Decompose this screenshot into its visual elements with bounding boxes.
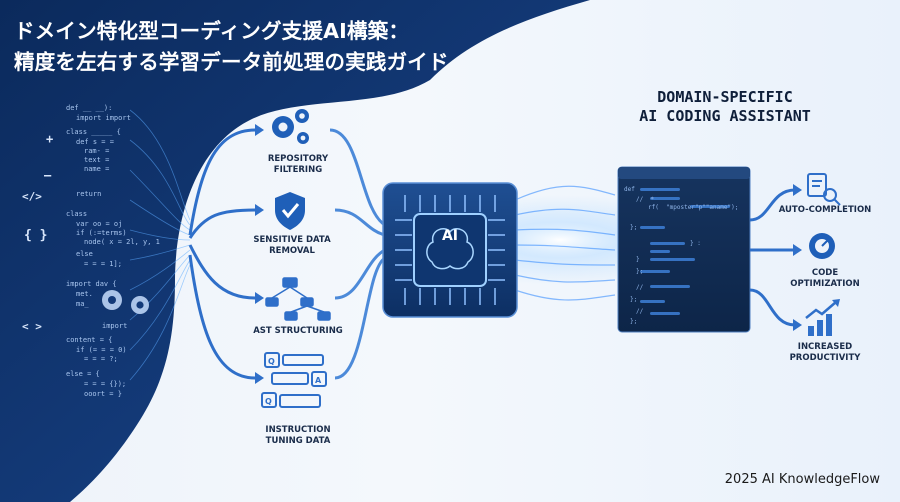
- step-label-line: TUNING DATA: [265, 436, 331, 446]
- plus-symbol: +: [46, 132, 54, 146]
- chat-bubbles-icon: [261, 352, 327, 408]
- chat-bubble-text: Q A Q: [265, 357, 322, 406]
- output-flow-lines: [514, 185, 616, 301]
- product-title-line-1: DOMAIN-SPECIFIC: [657, 88, 793, 106]
- code-line: import: [102, 322, 128, 330]
- ide-code-line: // *: [636, 196, 655, 203]
- footer-credit: 2025 AI KnowledgeFlow: [724, 472, 880, 487]
- main-title-line-1: ドメイン特化型コーディング支援AI構築：: [14, 19, 410, 43]
- arrowheads: [255, 124, 264, 384]
- output-auto-completion: AUTO-COMPLETION: [770, 205, 880, 216]
- step-sensitive-data-removal: SENSITIVE DATA REMOVAL: [227, 235, 357, 257]
- ide-code-line: //: [636, 308, 644, 315]
- chip-pins: [395, 195, 505, 305]
- dash-symbol: —: [44, 168, 52, 182]
- code-line: = = = ?;: [84, 355, 118, 363]
- chip-connectors: [329, 128, 387, 380]
- step-label-line: SENSITIVE DATA: [253, 235, 331, 245]
- code-line: def s = =: [76, 138, 114, 146]
- code-line: class: [66, 210, 88, 218]
- chip-core: [413, 213, 487, 287]
- brain-chip-icon: [426, 228, 474, 270]
- step-label-line: REPOSITORY: [267, 154, 329, 164]
- code-line: else: [76, 250, 93, 258]
- step-label-line: INSTRUCTION: [265, 425, 331, 435]
- ide-code-bars: [640, 188, 730, 315]
- code-line: def __ __):: [66, 104, 113, 112]
- svg-text:Q: Q: [265, 397, 272, 406]
- code-tag-symbol: </>: [22, 190, 42, 203]
- main-title-line-2: 精度を左右する学習データ前処理の実践ガイド: [14, 50, 449, 74]
- output-label-line: CODE: [811, 268, 839, 278]
- ide-code-line: } :: [690, 240, 701, 247]
- code-line: content = {: [66, 336, 113, 344]
- code-line: var oo = oj: [76, 220, 123, 228]
- code-line: ram- =: [84, 147, 110, 155]
- step-label-line: REMOVAL: [269, 246, 315, 256]
- output-increased-productivity: INCREASED PRODUCTIVITY: [770, 342, 880, 364]
- code-line: if (= = = 0): [76, 346, 127, 354]
- braces-symbol: { }: [24, 228, 48, 243]
- output-label-line: INCREASED: [797, 342, 853, 352]
- gear-gauge-icon: [809, 233, 835, 259]
- ide-code-line: }: [636, 256, 640, 263]
- output-code-optimization: CODE OPTIMIZATION: [770, 268, 880, 290]
- svg-text:A: A: [315, 376, 322, 385]
- step-label-line: FILTERING: [273, 165, 323, 175]
- code-line: text =: [84, 156, 110, 164]
- growth-chart-icon: [805, 299, 840, 336]
- shield-check-icon: [275, 192, 305, 230]
- code-line: ooort = }: [84, 390, 122, 398]
- ide-code-line: def: [624, 186, 635, 193]
- code-line: import import: [76, 114, 131, 122]
- output-label-line: AUTO-COMPLETION: [778, 205, 872, 215]
- magnifier-doc-icon: [807, 173, 841, 206]
- gears-icon: [272, 109, 309, 144]
- code-line: if (:=terms): [76, 229, 127, 237]
- code-line: import dav {: [66, 280, 117, 288]
- svg-text:Q: Q: [268, 357, 275, 366]
- code-line: = = = 1];: [84, 260, 122, 268]
- output-connectors: [749, 188, 796, 327]
- code-line: return: [76, 190, 102, 198]
- navy-wave: [0, 0, 590, 502]
- step-connectors: [188, 128, 256, 380]
- fiber-lines: [129, 109, 191, 381]
- output-label-line: PRODUCTIVITY: [789, 353, 861, 363]
- code-line: met.: [76, 290, 93, 298]
- chip-ai-label: AI: [441, 228, 459, 244]
- code-line: else = {: [66, 370, 100, 378]
- ide-code-line: };: [630, 224, 638, 231]
- code-line: = = = {});: [84, 380, 127, 388]
- tree-icon: [265, 277, 331, 321]
- output-label-line: OPTIMIZATION: [790, 279, 860, 289]
- ide-code-line: //: [636, 284, 644, 291]
- product-title-line-2: AI CODING ASSISTANT: [639, 107, 811, 125]
- angle-brackets-symbol: < >: [22, 320, 42, 333]
- step-ast-structuring: AST STRUCTURING: [233, 326, 363, 337]
- ide-code-line: };: [630, 296, 638, 303]
- code-line: class _____ {: [66, 128, 121, 136]
- step-instruction-tuning-data: INSTRUCTION TUNING DATA: [233, 425, 363, 447]
- code-line: name =: [84, 165, 110, 173]
- left-gears-icon: [102, 290, 149, 314]
- code-line: ma_: [76, 300, 89, 308]
- step-label-line: AST STRUCTURING: [253, 326, 343, 336]
- ide-code-line: rf( "mposter"p""aname");: [648, 204, 739, 211]
- code-line: node( x = 2l, y, 1: [84, 238, 160, 246]
- ide-code-line: };: [636, 268, 644, 275]
- ide-code-line: };: [630, 318, 638, 325]
- step-repository-filtering: REPOSITORY FILTERING: [233, 154, 363, 176]
